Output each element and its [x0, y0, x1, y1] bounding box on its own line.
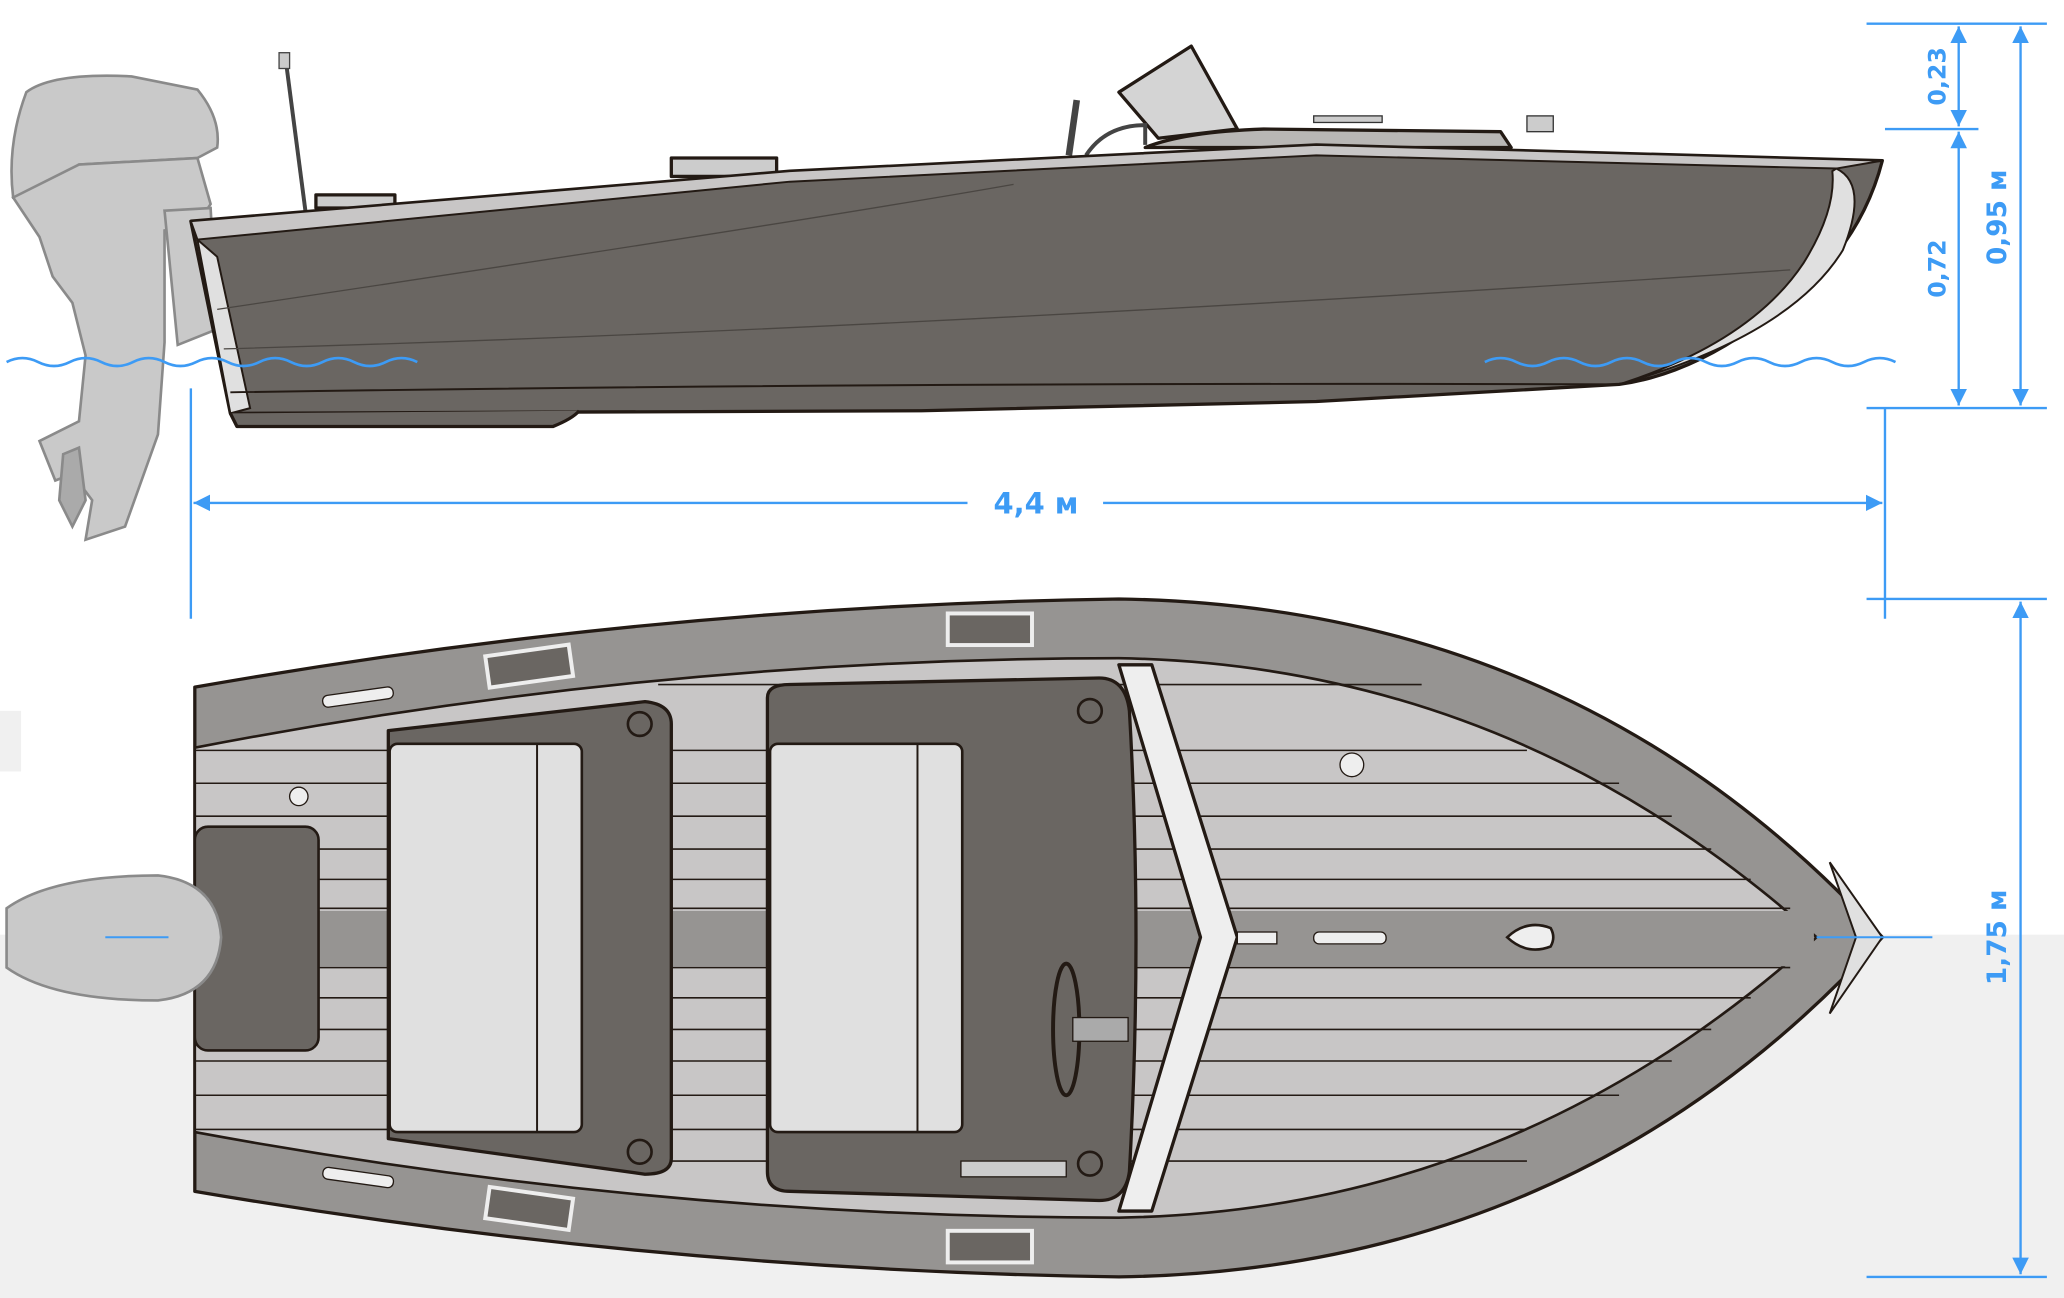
total-height-label: 0,95 м [1983, 169, 2013, 265]
side-view [5, 44, 1897, 542]
outboard-motor-side [10, 74, 220, 542]
upper-height-label: 0,23 [1924, 47, 1952, 105]
width-label: 1,75 м [1983, 889, 2013, 985]
outboard-motor-top [5, 874, 223, 1002]
side-hull [189, 143, 1884, 416]
lower-height-label: 0,72 [1924, 239, 1952, 297]
top-view [5, 597, 1933, 1279]
dimension-lines [189, 22, 2047, 1279]
length-label: 4,4 м [993, 486, 1078, 520]
